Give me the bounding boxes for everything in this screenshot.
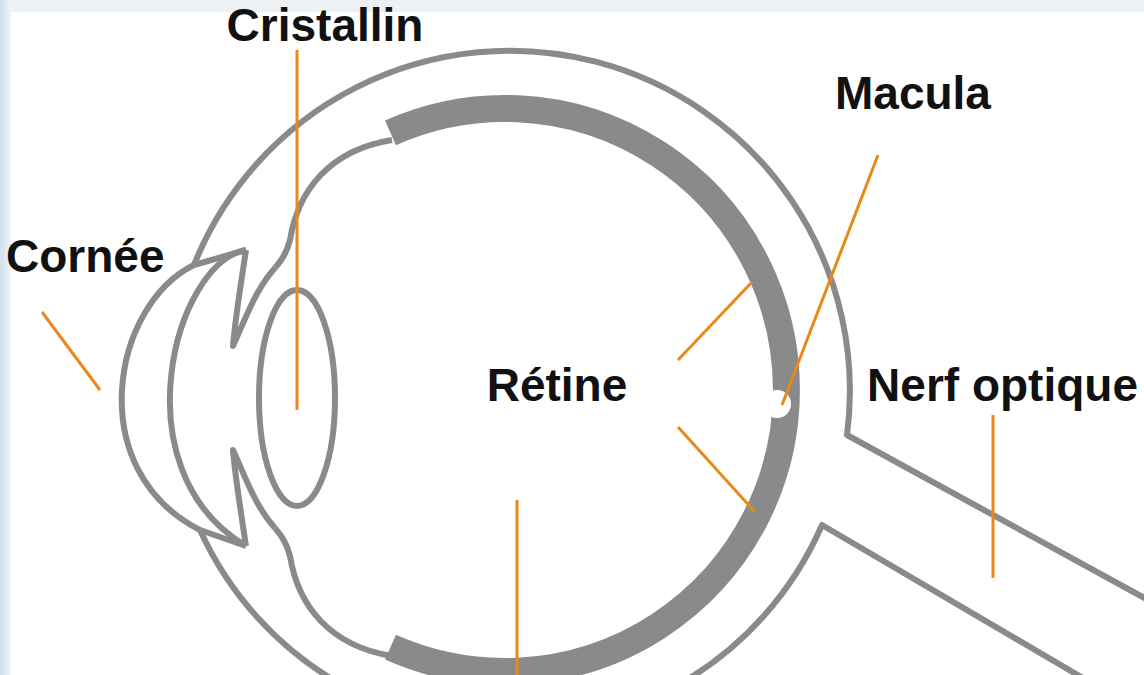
cornea-inner	[170, 250, 246, 546]
leader-line	[296, 50, 299, 410]
leader-line	[992, 415, 995, 578]
ciliary-upper	[275, 140, 392, 268]
part-label: Nerf optique	[867, 362, 1138, 408]
leader-line	[782, 155, 878, 405]
edge-strip	[0, 0, 11, 675]
part-label: Macula	[835, 70, 991, 116]
leader-lines	[42, 50, 993, 675]
part-label: Cristallin	[227, 2, 424, 48]
leader-line	[516, 500, 519, 675]
leader-line	[42, 312, 100, 390]
leader-line	[678, 427, 755, 512]
ciliary-lower	[275, 528, 392, 656]
leader-line	[678, 282, 752, 360]
retina-band	[391, 109, 787, 672]
panel	[11, 12, 1144, 675]
eye-outline	[122, 51, 1144, 675]
sclera-upper	[194, 51, 1144, 601]
sclera-lower-left	[200, 530, 340, 675]
part-label: Rétine	[487, 362, 628, 408]
part-label: Cornée	[6, 233, 164, 279]
